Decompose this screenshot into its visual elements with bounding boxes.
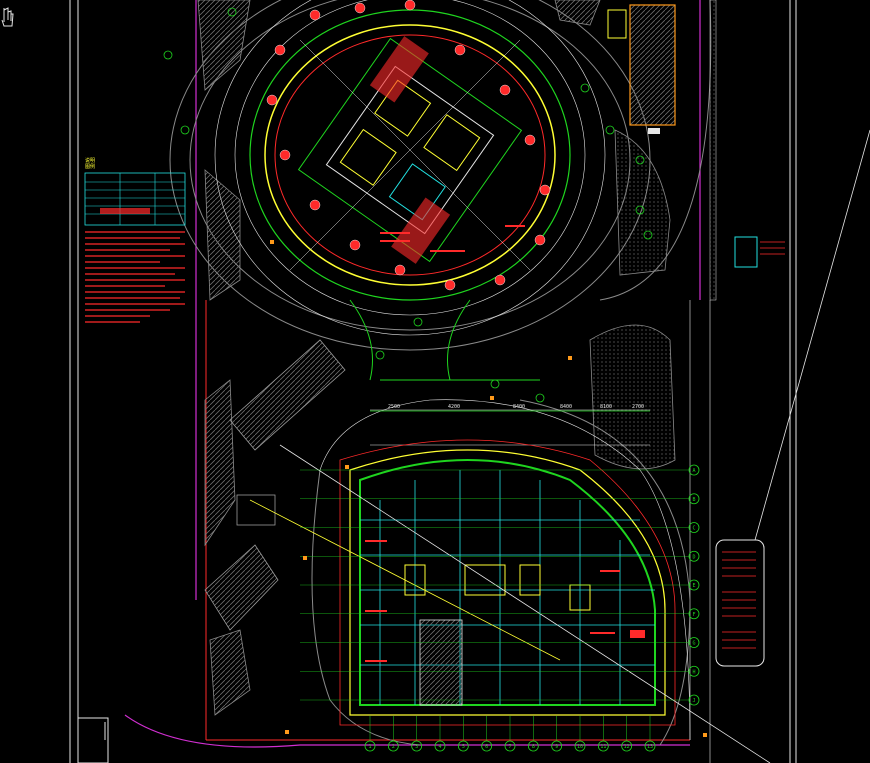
- grid-bubble-label: 5: [462, 744, 465, 750]
- grid-bubble-label: 11: [600, 744, 606, 750]
- grid-bubble-label: 2: [392, 744, 395, 750]
- grid-bubble-label: 3: [415, 744, 418, 750]
- grid-bubbles-right: A B C D E F G H J: [300, 464, 700, 706]
- tower-core: [289, 36, 531, 271]
- podium-core: [404, 564, 591, 706]
- grid-bubble-label: 4: [438, 744, 441, 750]
- grid-bubble-label: G: [692, 641, 695, 647]
- podium-grid: [360, 470, 655, 705]
- grid-bubble-label: D: [692, 554, 695, 560]
- orange-markers: [270, 240, 707, 737]
- grid-bubble-label: 13: [647, 744, 653, 750]
- grid-bubble-label: 12: [624, 744, 630, 750]
- planting-zones: [197, 0, 676, 716]
- grey-buildings-left: [204, 339, 346, 631]
- dim-label-3: 8400: [560, 404, 572, 410]
- notes-block: [85, 231, 185, 323]
- legend-title: 图例: [85, 163, 95, 170]
- grid-bubble-label: E: [692, 583, 695, 589]
- dim-label-0: 2500: [388, 404, 400, 410]
- grid-bubble-label: 1: [368, 744, 371, 750]
- grid-bubble-label: 8: [532, 744, 535, 750]
- drawing-frame: [69, 0, 797, 763]
- diagonal-lines: [249, 129, 870, 763]
- hand-cursor-icon[interactable]: [1, 7, 14, 27]
- dim-label-4: 8100: [600, 404, 612, 410]
- site-boundary-magenta: [124, 0, 701, 748]
- dimension-line: 2500 4200 8400 8400 8100 2700: [370, 404, 650, 412]
- grid-bubble-label: 6: [485, 744, 488, 750]
- grid-bubble-label: 7: [508, 744, 511, 750]
- right-top-building: [607, 0, 717, 301]
- grid-bubble-label: H: [692, 669, 695, 675]
- legend-table: 图例: [84, 163, 186, 226]
- ring-columns: [266, 0, 551, 291]
- grid-bubble-label: A: [692, 468, 695, 474]
- notes-title: 说明: [85, 157, 95, 164]
- grid-bubble-label: J: [692, 698, 695, 704]
- connector-area: [349, 299, 650, 446]
- ring-axis-bubbles: [163, 7, 653, 403]
- grid-bubble-label: 9: [555, 744, 558, 750]
- red-annotations: [365, 225, 645, 662]
- grid-bubble-label: C: [692, 526, 695, 532]
- right-detail: [715, 236, 785, 667]
- dim-label-1: 4200: [448, 404, 460, 410]
- dim-label-5: 2700: [632, 404, 644, 410]
- grid-bubble-label: 10: [577, 744, 583, 750]
- dim-label-2: 8400: [513, 404, 525, 410]
- grid-bubble-label: F: [692, 612, 695, 618]
- grid-bubble-label: B: [692, 497, 695, 503]
